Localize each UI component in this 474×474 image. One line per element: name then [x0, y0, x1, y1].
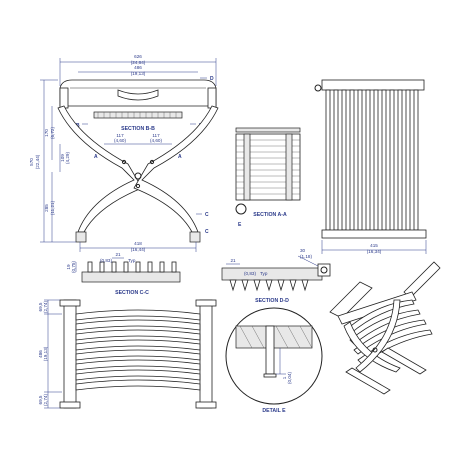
dim-overall-width-in: (24,64) [131, 60, 146, 65]
plan-dim-b: 486 [38, 350, 43, 358]
cc-typ: Typ [128, 258, 136, 263]
cc-dim-h: 19 [66, 264, 71, 270]
detail-e-dim: 1 [282, 376, 287, 379]
plan-dim-c: 69,5 [38, 395, 43, 404]
section-bb-label: SECTION B-B [121, 126, 155, 132]
dim-base-in: (16,44) [131, 247, 146, 252]
dim-mid-in: (4,29) [65, 152, 70, 164]
dim-height-total: 570 [29, 158, 34, 166]
dim-lower-in: (11,21) [50, 200, 55, 215]
section-cc: 21 (0,83) Typ 19 (0,75) SECTION C-C [66, 252, 181, 296]
plan-view: 69,5 (2,74) 486 (19,13) 69,5 (2,74) [38, 299, 217, 409]
dim-inner-width: 486 [134, 65, 142, 70]
dim-left-in: (4,60) [114, 138, 126, 143]
dim-inner-width-in: (19,13) [131, 71, 146, 76]
detail-e-dim-in: (0,04) [287, 372, 292, 384]
plan-dim-b-in: (19,13) [43, 346, 48, 361]
dim-top: 170 [44, 129, 49, 137]
section-cc-label: SECTION C-C [115, 290, 149, 296]
front-view: 626 (24,64) 486 (19,13) D D SECTION B-B … [29, 54, 219, 252]
mark-e: E [238, 222, 242, 228]
dim-overall-width: 626 [134, 54, 142, 59]
plan-dim-c-in: (2,74) [43, 394, 48, 406]
dim-lower: 285 [44, 204, 49, 212]
mark-d: D [210, 76, 214, 82]
mark-a2: A [178, 154, 182, 160]
cc-dim-pitch: 21 [115, 252, 121, 257]
cc-dim-pitch-in: (0,83) [100, 258, 112, 263]
dd-dim-r: 30 [300, 248, 306, 253]
section-aa-label: SECTION A-A [253, 212, 287, 218]
detail-e: 1 (0,04) DETAIL E [225, 307, 323, 414]
section-dd-label: SECTION D-D [255, 298, 289, 304]
mark-a: A [94, 154, 98, 160]
plan-dim-a: 69,5 [38, 302, 43, 311]
cc-dim-h-in: (0,75) [71, 261, 76, 273]
dim-left: 117 [116, 133, 124, 138]
dim-right: 117 [152, 133, 160, 138]
dd-dim-pitch: 21 [230, 258, 236, 263]
dd-typ: Typ [260, 271, 268, 276]
dim-base: 418 [134, 241, 142, 246]
dim-right-in: (4,60) [150, 138, 162, 143]
section-aa: E SECTION A-A [235, 127, 301, 228]
side-view: 415 (16,34) [314, 79, 427, 254]
mark-c2: C [205, 229, 209, 235]
section-dd: 21 (0,83) Typ 30 (1,18) SECTION D-D [221, 248, 331, 304]
dim-depth-in: (16,34) [367, 249, 382, 254]
dim-height-total-in: (22,44) [35, 154, 40, 169]
dim-depth: 415 [370, 243, 378, 248]
isometric-view [329, 261, 441, 395]
plan-dim-a-in: (2,74) [43, 301, 48, 313]
dim-top-in: (6,72) [50, 127, 55, 139]
dd-dim-r-in: (1,18) [300, 254, 312, 259]
dim-mid: 109 [60, 154, 65, 162]
mark-c: C [205, 212, 209, 218]
detail-e-label: DETAIL E [262, 408, 286, 414]
dd-dim-pitch-in: (0,83) [244, 271, 256, 276]
